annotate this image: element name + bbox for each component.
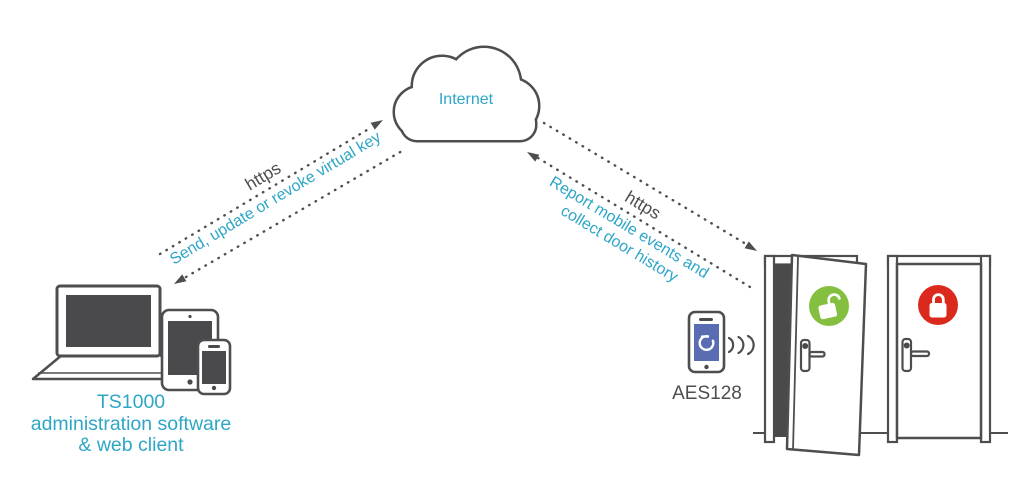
- right-up-arrow: [527, 152, 752, 289]
- signal-waves-icon: [727, 334, 755, 356]
- smartphone-icon: [196, 338, 232, 396]
- laptop-icon: [31, 284, 192, 381]
- closed-door-icon: [886, 254, 992, 444]
- left-down-arrow: [174, 149, 404, 284]
- left-up-arrow: [158, 120, 383, 256]
- open-door-icon: [763, 253, 868, 457]
- locked-badge-icon: [918, 285, 958, 325]
- door-handle: [799, 338, 826, 373]
- lock-app-logo-icon: [698, 335, 715, 351]
- aes-phone-icon: [687, 310, 726, 374]
- unlocked-badge-icon: [809, 286, 849, 326]
- admin-station-label: TS1000 administration software & web cli…: [18, 391, 244, 457]
- door-handle: [901, 337, 931, 373]
- internet-label: Internet: [438, 91, 494, 108]
- aes128-label: AES128: [672, 383, 742, 404]
- admin-station-subtitle2: & web client: [78, 434, 184, 456]
- right-down-arrow: [542, 121, 757, 251]
- cloud-icon: [392, 45, 541, 143]
- admin-station-subtitle1: administration software: [30, 412, 232, 435]
- admin-station-title: TS1000: [96, 391, 166, 413]
